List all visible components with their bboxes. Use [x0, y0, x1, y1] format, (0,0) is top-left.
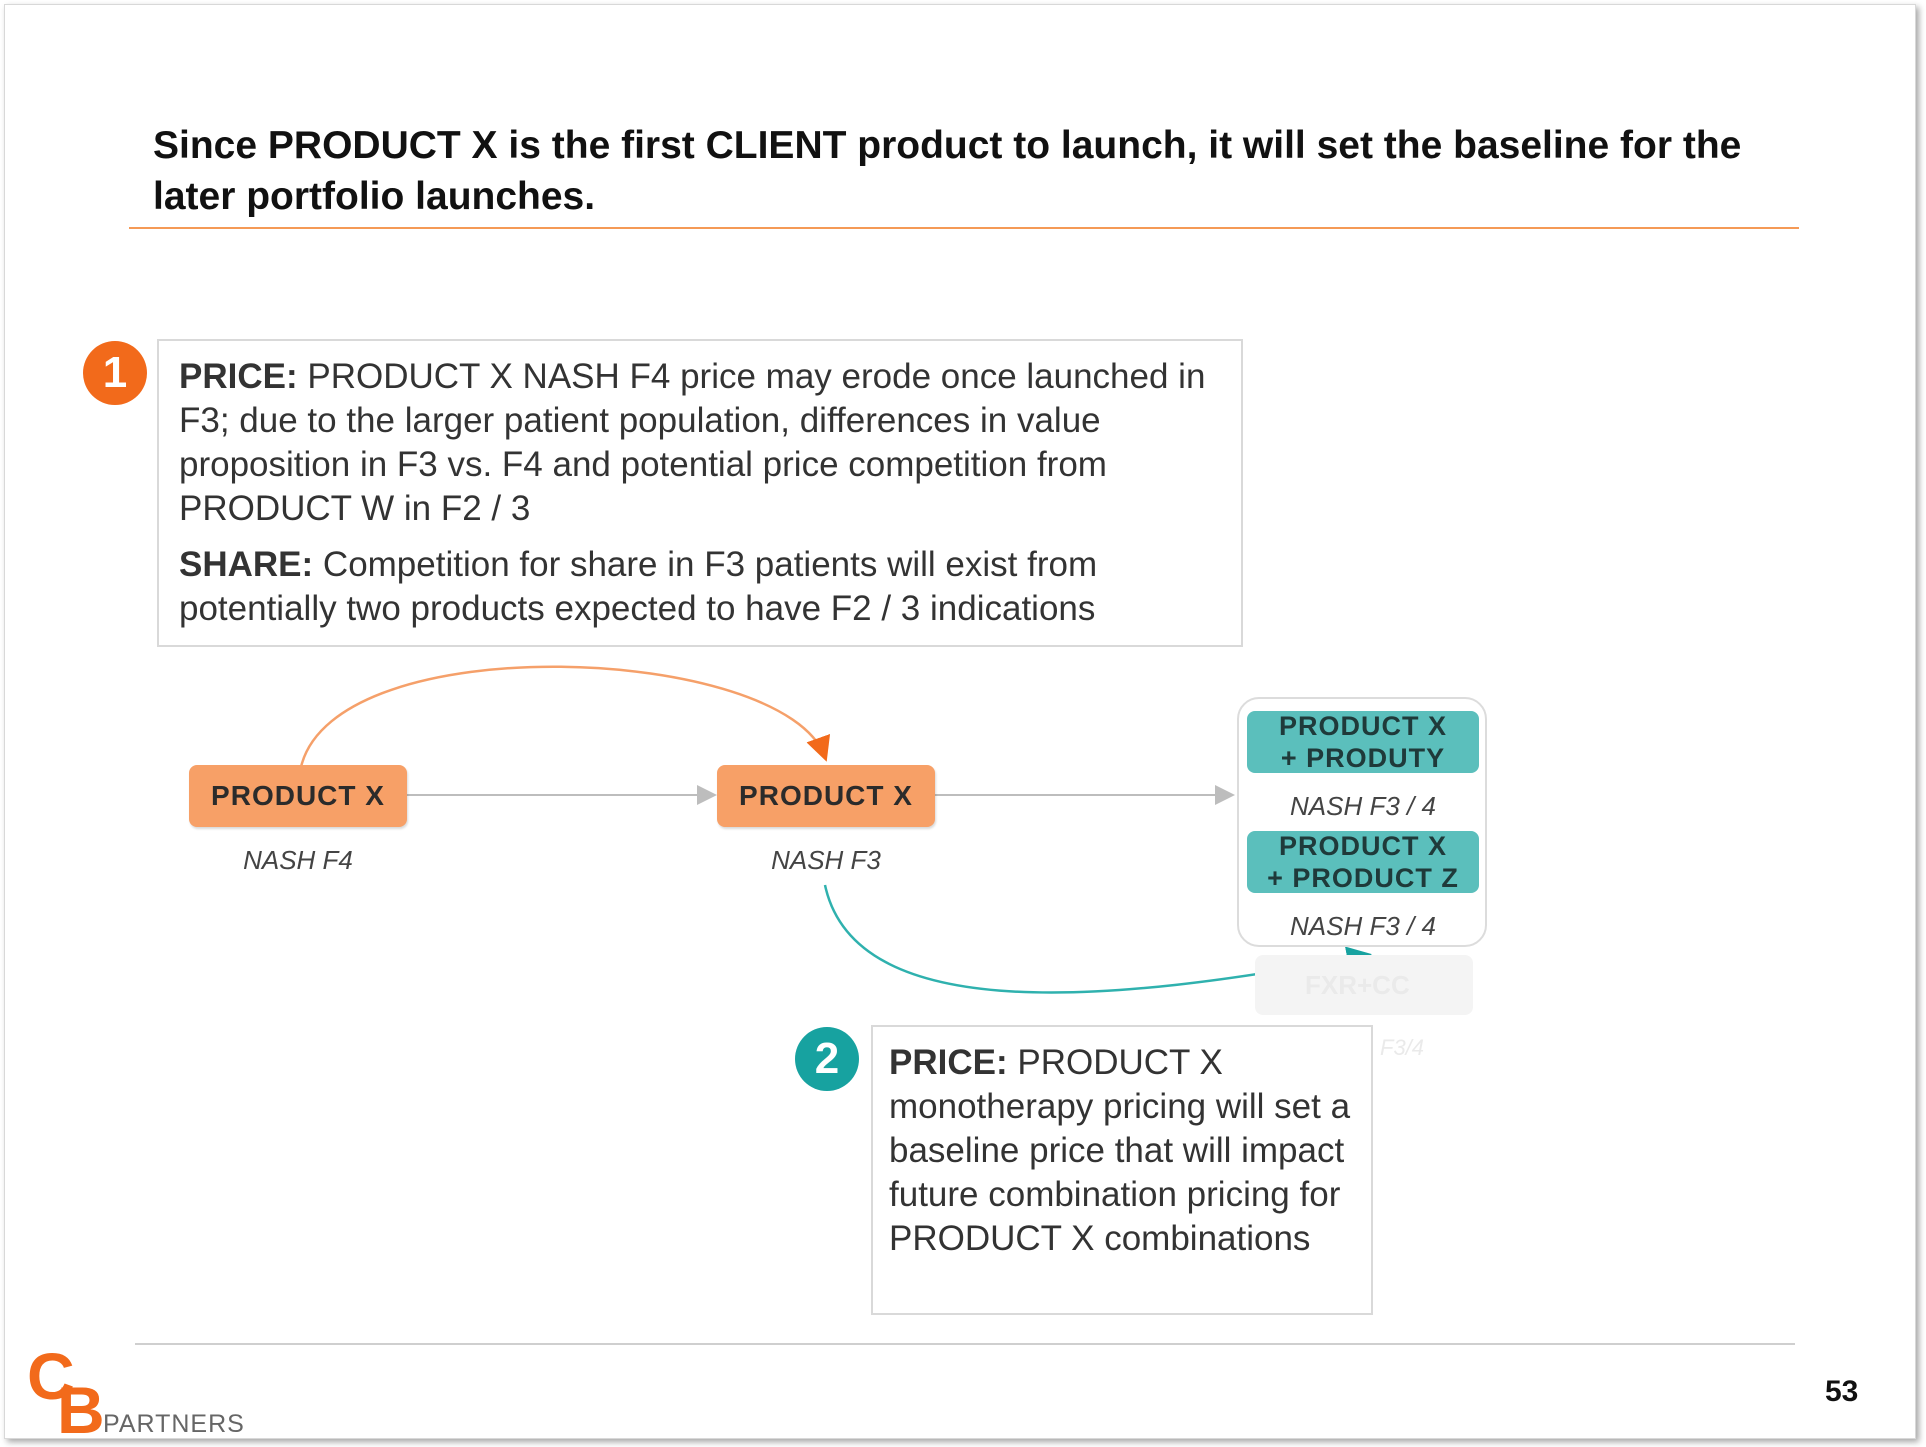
callout-2-price-text: PRODUCT X monotherapy pricing will set a…: [889, 1043, 1351, 1258]
node-productx-f4-sub: NASH F4: [243, 845, 353, 875]
callout-1-price: PRICE: PRODUCT X NASH F4 price may erode…: [179, 355, 1221, 531]
node-productx-f3: PRODUCT X: [717, 765, 935, 827]
combo-1-line1: PRODUCT X: [1278, 711, 1447, 741]
slide-title: Since PRODUCT X is the first CLIENT prod…: [153, 124, 1742, 218]
combo-2-line1: PRODUCT X: [1278, 831, 1447, 861]
callout-2: PRICE: PRODUCT X monotherapy pricing wil…: [871, 1025, 1373, 1315]
badge-1: 1: [83, 341, 147, 405]
title-divider: [129, 227, 1799, 229]
callout-1-price-label: PRICE:: [179, 357, 298, 396]
badge-2: 2: [795, 1027, 859, 1091]
faded-combo-box: [1255, 955, 1473, 1015]
callout-1: PRICE: PRODUCT X NASH F4 price may erode…: [157, 339, 1243, 647]
logo-wordmark: PARTNERS: [103, 1410, 245, 1438]
node-productx-f4: PRODUCT X: [189, 765, 407, 827]
callout-2-price: PRICE: PRODUCT X monotherapy pricing wil…: [889, 1041, 1355, 1261]
callout-1-share-label: SHARE:: [179, 545, 314, 584]
logo-letter-c: C: [27, 1339, 75, 1413]
combo-1-line2: + PRODUTY: [1280, 743, 1446, 773]
combo-productx-produty: PRODUCT X + PRODUTY: [1247, 711, 1479, 773]
combination-group: [1237, 697, 1487, 947]
page-number: 53: [1825, 1375, 1859, 1408]
faded-combo-sub: F3/4: [1380, 1035, 1425, 1060]
callout-1-price-text: PRODUCT X NASH F4 price may erode once l…: [179, 357, 1206, 528]
combo-2-sub: NASH F3 / 4: [1290, 911, 1436, 941]
footer-divider: [135, 1343, 1795, 1345]
slide: Since PRODUCT X is the first CLIENT prod…: [4, 4, 1916, 1443]
combo-2-line2: + PRODUCT Z: [1267, 863, 1459, 893]
callout-1-share: SHARE: Competition for share in F3 patie…: [179, 543, 1221, 631]
arc-orange-node1-to-node2: [299, 665, 830, 768]
combo-productx-productz: PRODUCT X + PRODUCT Z: [1247, 831, 1479, 893]
faded-combo-label: FXR+CC: [1305, 970, 1410, 1000]
combo-1-sub: NASH F3 / 4: [1290, 791, 1436, 821]
node-productx-f3-sub: NASH F3: [771, 845, 881, 875]
callout-1-share-text: Competition for share in F3 patients wil…: [179, 545, 1098, 628]
callout-2-price-label: PRICE:: [889, 1043, 1008, 1082]
logo-letter-b: B: [57, 1373, 105, 1447]
